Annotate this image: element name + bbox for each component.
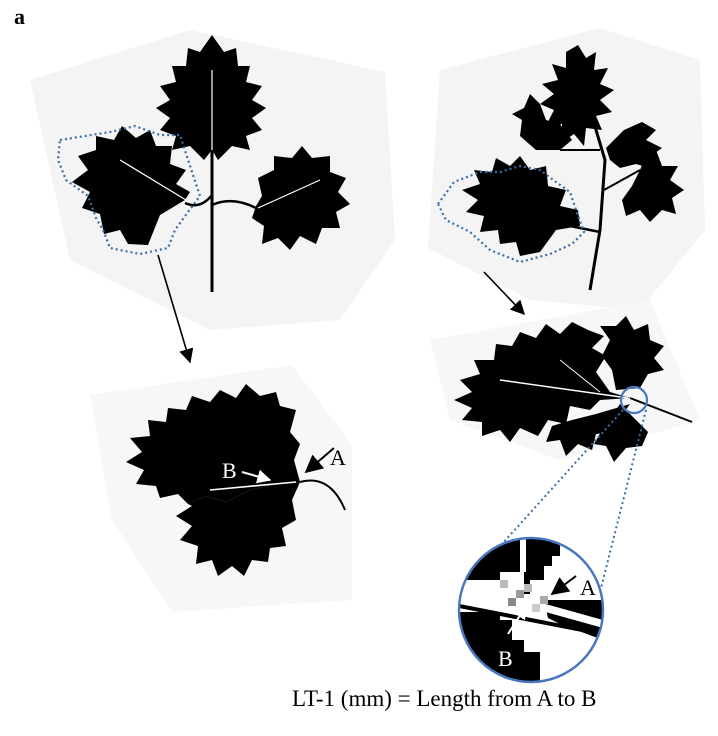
leaf-scan-top-right bbox=[428, 28, 705, 310]
zoom-point-a-label: A bbox=[580, 575, 596, 600]
figure-caption: LT-1 (mm) = Length from A to B bbox=[292, 686, 597, 712]
zoom-detail: A B bbox=[459, 538, 603, 682]
leaflet-enlarged-right bbox=[430, 300, 700, 462]
leaf-scan-top-left bbox=[30, 30, 395, 330]
panel-label: a bbox=[14, 4, 25, 30]
point-a-label: A bbox=[330, 445, 346, 470]
zoom-point-b-label: B bbox=[498, 646, 513, 671]
point-b-label: B bbox=[222, 458, 237, 483]
leaflet-enlarged-left: A B bbox=[90, 365, 352, 612]
